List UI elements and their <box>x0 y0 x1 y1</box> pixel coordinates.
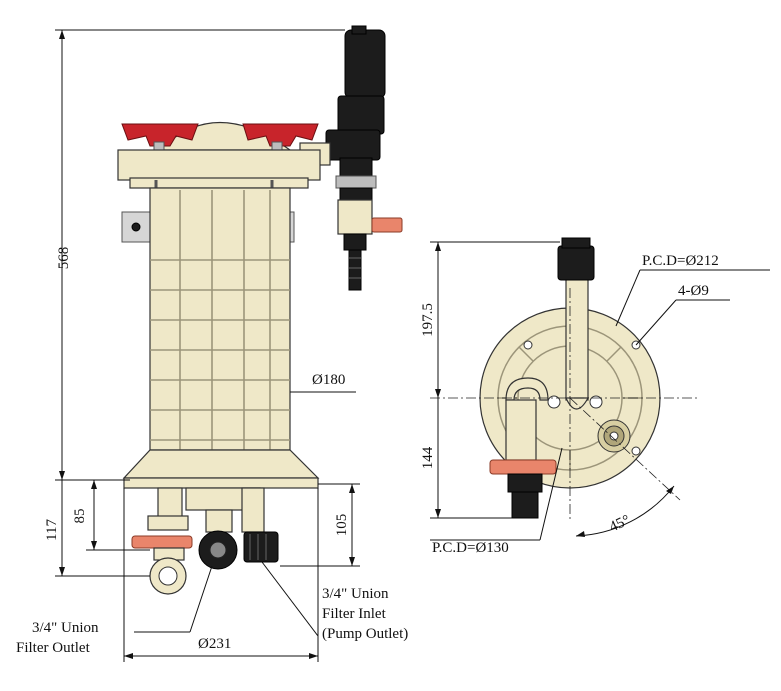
inlet-fitting <box>241 487 279 563</box>
outlet-label-line2: Filter Outlet <box>16 640 91 656</box>
top-gauge-pipe <box>565 269 589 401</box>
outlet-fitting <box>131 487 193 595</box>
dim-lower-height: 117 <box>44 519 60 541</box>
housing-base-taper <box>122 449 320 479</box>
inlet-label-line2: Filter Inlet <box>322 606 387 622</box>
side-dimensions: 568 117 85 105 Ø180 Ø231 <box>44 29 360 662</box>
clamp-bolt-left <box>131 222 141 232</box>
dim-top-offset: 197.5 <box>420 303 436 337</box>
housing-ribs <box>150 190 290 450</box>
center-union <box>198 509 238 570</box>
housing-body <box>149 187 291 451</box>
pcd-small-label: P.C.D=Ø130 <box>432 540 509 556</box>
inlet-label-line3: (Pump Outlet) <box>322 626 408 642</box>
dim-body-diameter: Ø180 <box>312 372 345 388</box>
dim-inlet-height: 105 <box>334 514 350 537</box>
head-flange <box>117 149 321 181</box>
bolt-holes-label: 4-Ø9 <box>678 283 709 299</box>
dim-bottom-offset: 144 <box>420 446 436 469</box>
dim-base-diameter: Ø231 <box>198 636 231 652</box>
top-inlet <box>597 419 631 453</box>
outlet-label-line1: 3/4" Union <box>32 620 99 636</box>
pressure-gauge <box>325 25 403 291</box>
side-view <box>117 25 403 595</box>
top-gauge-fitting <box>557 245 595 281</box>
dim-overall-height: 568 <box>56 247 72 270</box>
pcd-large-label: P.C.D=Ø212 <box>642 253 719 269</box>
dim-outlet-height: 85 <box>72 509 88 524</box>
top-outlet <box>489 377 557 519</box>
top-dimensions: 197.5 144 P.C.D=Ø212 4-Ø9 P.C.D=Ø130 45° <box>420 241 770 556</box>
inlet-label-line1: 3/4" Union <box>322 586 389 602</box>
housing-base <box>123 477 319 489</box>
dim-angle: 45° <box>607 512 633 535</box>
